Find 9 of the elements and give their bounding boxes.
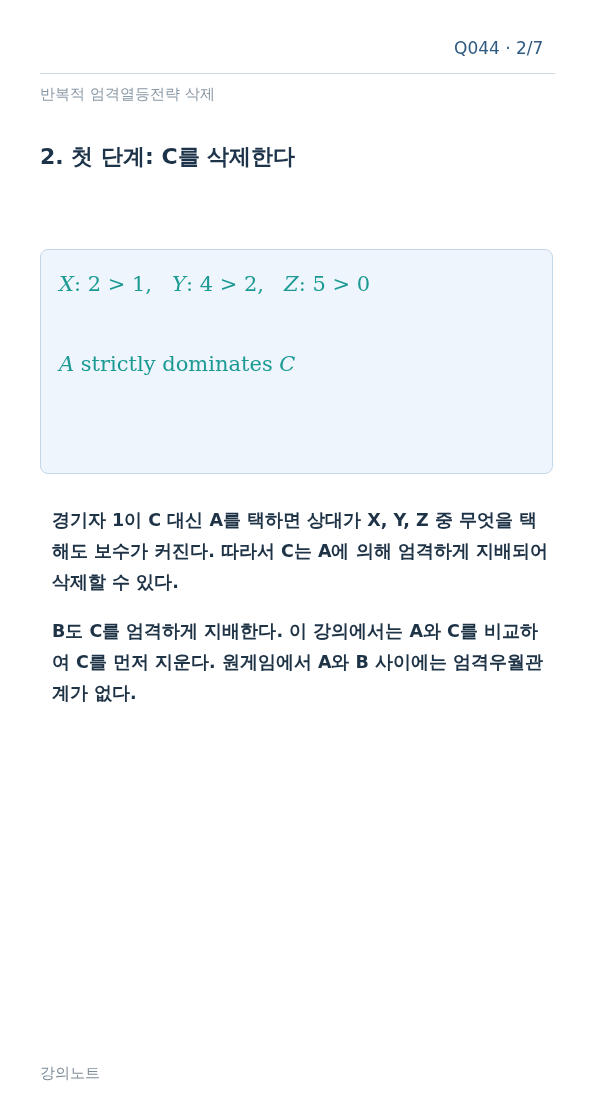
paragraph: B도 C를 엄격하게 지배한다. 이 강의에서는 A와 C를 비교하여 C를 먼저 지운다. 원게임에서 A와 B 사이에는 엄격우월관계가 없다.	[52, 620, 545, 705]
formula-text: X: 2 > 1, Y: 4 > 2, Z: 5 > 0	[59, 272, 371, 296]
paragraph: 경기자 1이 C 대신 A를 택하면 상대가 X, Y, Z 중 무엇을 택해도 보수가 커진다. 따라서 C는 A에 의해 엄격하게 지배되어 삭제할 수 있다.	[52, 509, 549, 594]
statement-text: A strictly dominates C	[59, 352, 296, 376]
formula-panel	[40, 249, 553, 474]
page-number: Q044 · 2/7	[454, 38, 544, 58]
slide-title: 2. 첫 단계: C를 삭제한다	[40, 143, 296, 171]
subtitle: 반복적 엄격열등전략 삭제	[40, 85, 215, 104]
footer-text: 강의노트	[40, 1064, 100, 1083]
